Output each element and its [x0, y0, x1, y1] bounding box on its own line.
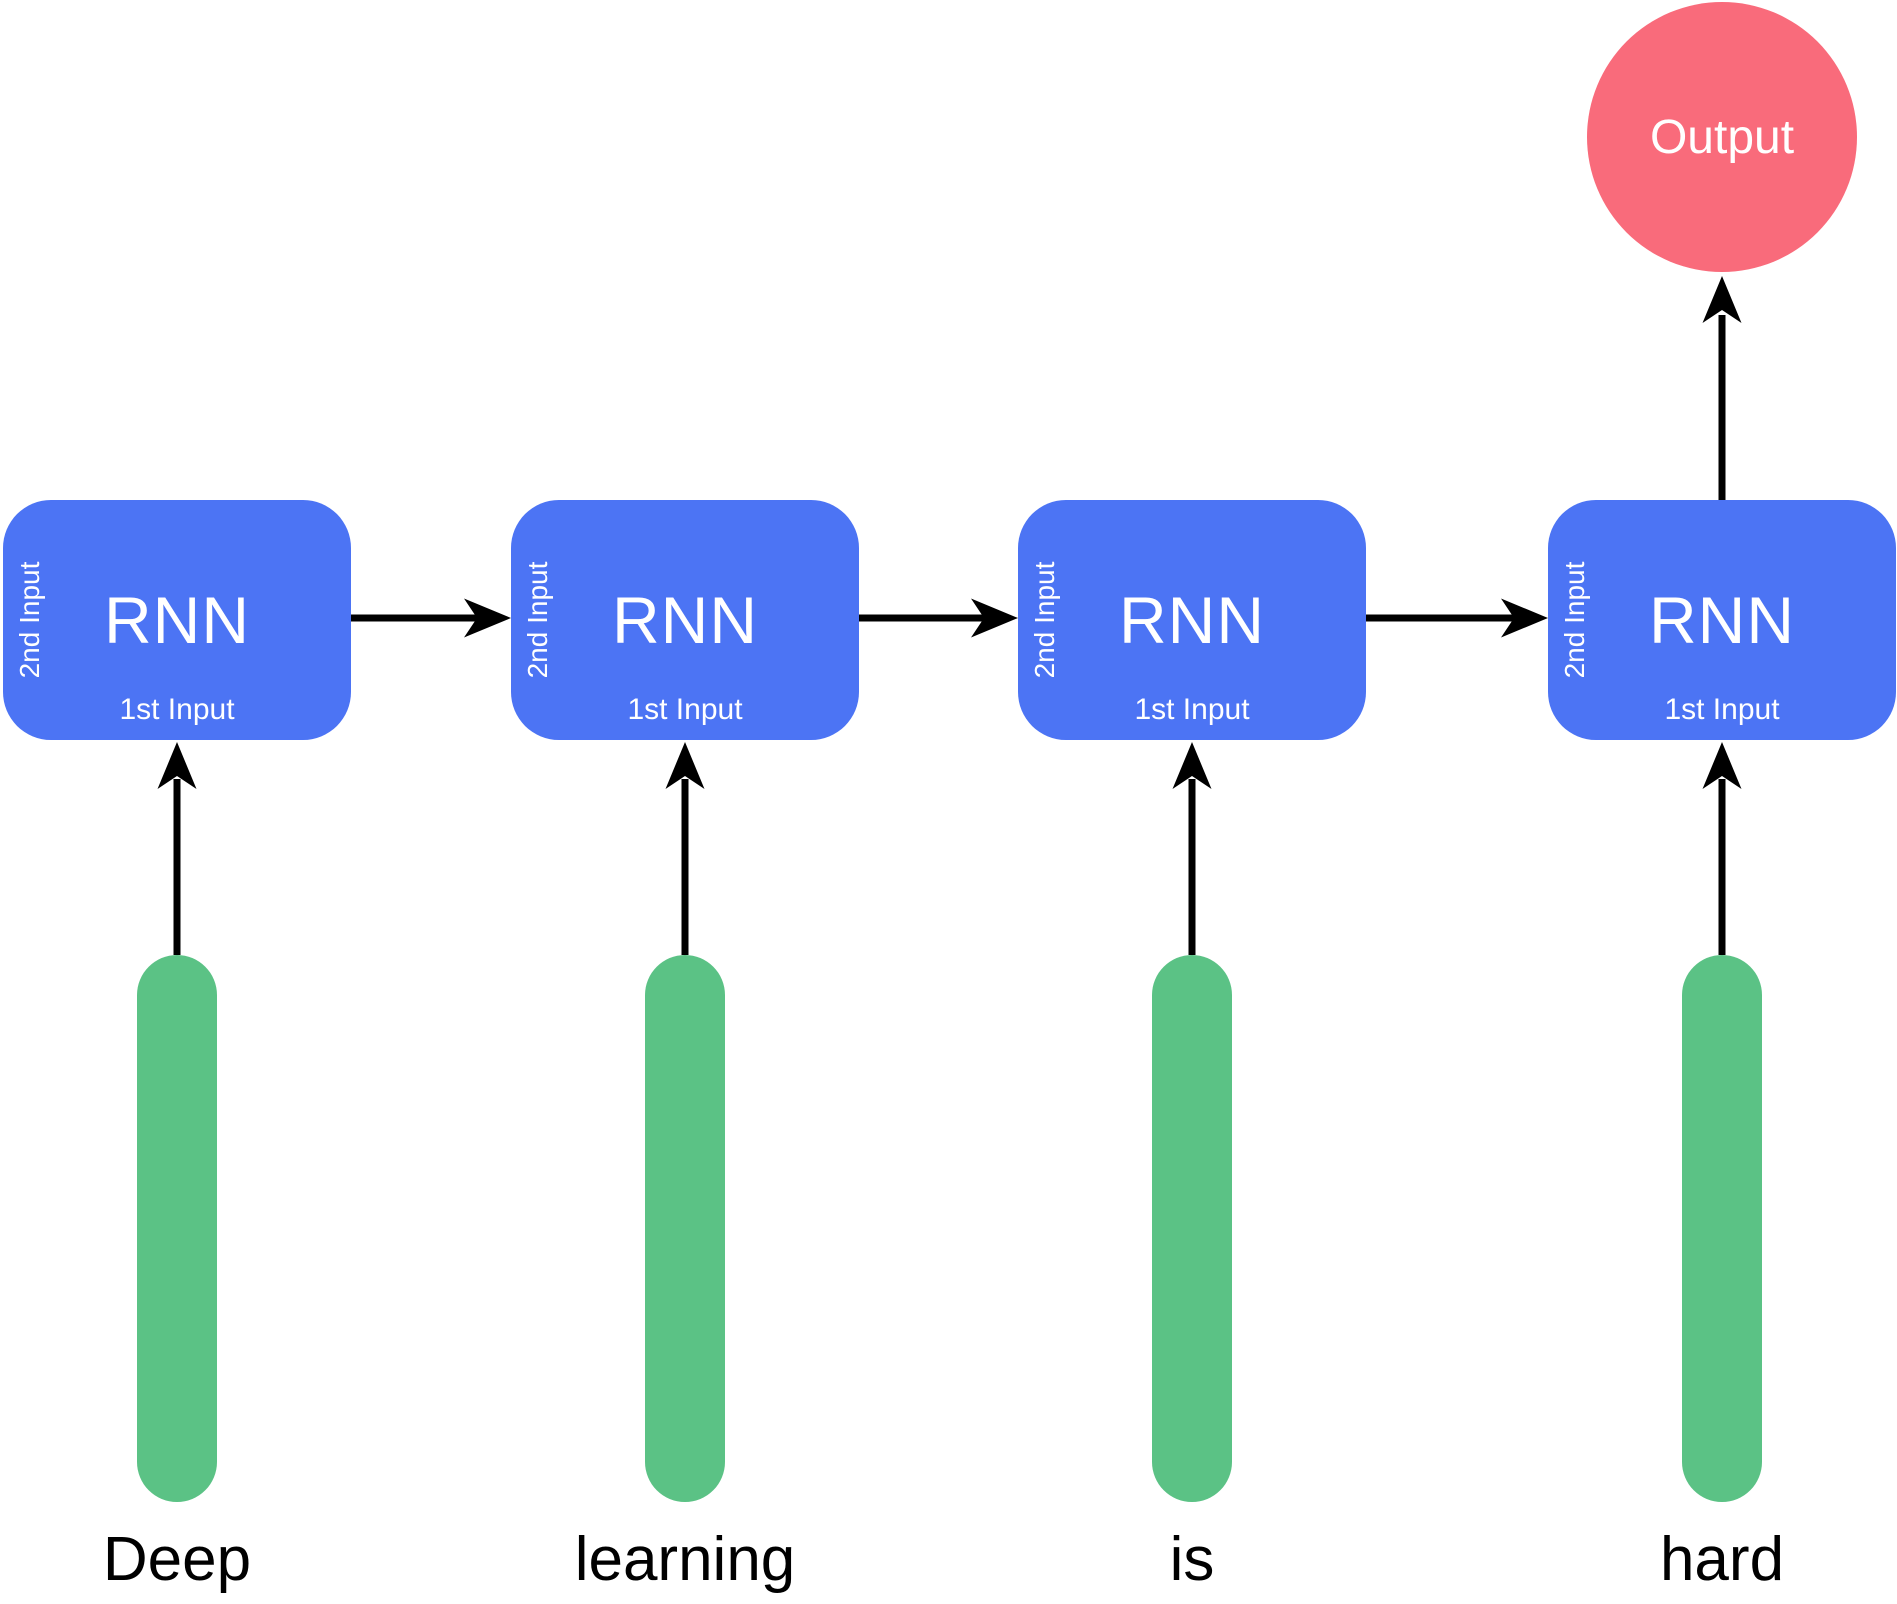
output-label: Output — [1649, 110, 1795, 164]
hidden-state-arrow-2 — [859, 598, 1018, 638]
output-arrow — [1702, 276, 1742, 500]
input-arrow-4 — [1702, 742, 1742, 955]
rnn-node-3: 2nd Input RNN 1st Input — [1018, 500, 1366, 740]
rnn-node-label: RNN — [104, 583, 250, 657]
word-label-4: hard — [1659, 1525, 1785, 1594]
word-label-3: is — [1169, 1525, 1215, 1594]
first-input-label: 1st Input — [119, 693, 235, 726]
rnn-node-1: 2nd Input RNN 1st Input — [3, 500, 351, 740]
first-input-label: 1st Input — [1664, 693, 1780, 726]
rnn-node-2: 2nd Input RNN 1st Input — [511, 500, 859, 740]
input-vector-bar-1 — [137, 955, 217, 1502]
hidden-state-arrow-3 — [1366, 598, 1548, 638]
rnn-node-4: 2nd Input RNN 1st Input — [1548, 500, 1896, 740]
word-label-1: Deep — [102, 1525, 252, 1594]
input-arrow-2 — [665, 742, 705, 955]
first-input-label: 1st Input — [627, 693, 743, 726]
input-arrow-3 — [1172, 742, 1212, 955]
output-node: Output — [1587, 2, 1857, 272]
input-vector-bar-3 — [1152, 955, 1232, 1502]
word-label-2: learning — [574, 1525, 796, 1594]
rnn-node-label: RNN — [1649, 583, 1795, 657]
input-arrow-1 — [157, 742, 197, 955]
rnn-node-label: RNN — [1119, 583, 1265, 657]
input-vector-bar-2 — [645, 955, 725, 1502]
hidden-state-arrow-1 — [351, 598, 511, 638]
first-input-label: 1st Input — [1134, 693, 1250, 726]
input-vector-bar-4 — [1682, 955, 1762, 1502]
rnn-node-label: RNN — [612, 583, 758, 657]
